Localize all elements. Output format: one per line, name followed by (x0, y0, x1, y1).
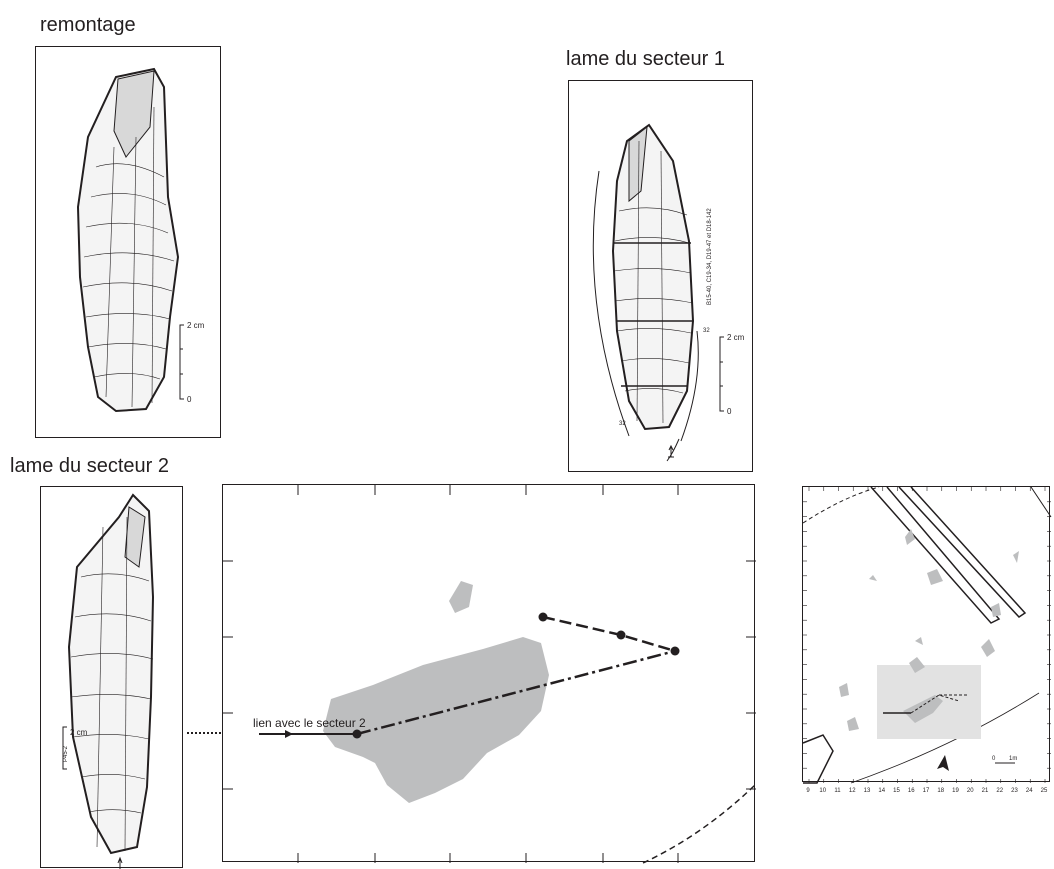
overview-trench-inner (870, 486, 1001, 624)
overview-x-tick-14: 14 (878, 788, 885, 794)
overview-x-tick-10: 10 (819, 788, 826, 794)
remontage-cortex (113, 70, 155, 158)
overview-refit-line (910, 694, 960, 714)
north-arrow-icon (937, 755, 949, 771)
overview-panel: 0 1m (802, 486, 1052, 784)
secteur2-panel: 2 cm P45-2 (40, 486, 183, 869)
overview-x-tick-12: 12 (849, 788, 856, 794)
plan-point-3 (670, 646, 680, 656)
overview-x-tick-25: 25 (1041, 788, 1048, 794)
plan-ticks (223, 485, 756, 863)
secteur2-hatching (70, 516, 154, 852)
secteur1-num-b: 32 (619, 421, 626, 427)
overview-x-tick-17: 17 (923, 788, 930, 794)
plan-link-arrow (285, 730, 293, 738)
secteur1-scale-top: 2 cm (727, 333, 745, 342)
secteur1-outline (611, 123, 695, 431)
plan-refit-dashdot (356, 649, 676, 736)
overview-x-tick-16: 16 (908, 788, 915, 794)
plan-scatter-large (323, 637, 549, 803)
secteur1-cortex (628, 125, 648, 203)
overview-corner-block (802, 734, 834, 784)
overview-x-tick-18: 18 (937, 788, 944, 794)
secteur1-profile-tail (666, 438, 680, 462)
secteur1-panel: B15-40, C19-34, D19-47 et D18-142 32 32 … (568, 80, 753, 472)
secteur2-outline (67, 493, 155, 855)
secteur1-ref-label: B15-40, C19-34, D19-47 et D18-142 (707, 208, 713, 305)
secteur1-title: lame du secteur 1 (566, 48, 725, 70)
secteur1-fracture-lines (613, 242, 693, 387)
secteur2-cortex (124, 506, 146, 568)
plan-point-4 (352, 729, 362, 739)
overview-map: 0 1m (802, 486, 1052, 784)
secteur1-hatching (613, 140, 694, 424)
secteur2-title: lame du secteur 2 (10, 455, 169, 477)
secteur1-num-a: 32 (703, 328, 710, 334)
overview-x-tick-19: 19 (952, 788, 959, 794)
overview-edge-ticks (803, 487, 1051, 783)
overview-x-tick-15: 15 (893, 788, 900, 794)
remontage-panel: 2 cm 0 (35, 46, 221, 438)
overview-x-tick-13: 13 (864, 788, 871, 794)
remontage-outline (76, 67, 180, 413)
secteur2-scale (62, 726, 67, 770)
secteur1-orientation-arrow (668, 444, 674, 458)
overview-x-tick-11: 11 (834, 788, 841, 794)
plan-boundary-curve (642, 784, 756, 864)
secteur2-scale-top: 2 cm (70, 728, 88, 737)
plan-scatter-small (449, 581, 473, 613)
remontage-scale (179, 324, 184, 400)
plan-refit-dashed (542, 615, 676, 653)
plan-map: lien avec le secteur 2 (223, 485, 756, 864)
overview-x-tick-23: 23 (1011, 788, 1018, 794)
overview-curve (850, 692, 1040, 784)
plan-point-1 (538, 612, 548, 622)
secteur1-scale (719, 336, 724, 412)
secteur2-ref-label: P45-2 (63, 745, 69, 762)
remontage-scale-zero: 0 (187, 395, 192, 404)
overview-scale-1m: 1m (1009, 756, 1017, 762)
overview-scatter (839, 529, 1019, 731)
secteur1-scale-zero: 0 (727, 407, 732, 416)
remontage-scale-top: 2 cm (187, 321, 205, 330)
overview-x-tick-9: 9 (806, 788, 810, 794)
link-label: lien avec le secteur 2 (253, 716, 366, 730)
secteur1-profile-right (680, 330, 699, 442)
overview-x-tick-20: 20 (967, 788, 974, 794)
overview-boundary-top (802, 486, 880, 524)
plan-panel: lien avec le secteur 2 (222, 484, 756, 864)
secteur2-orientation-arrow (117, 856, 123, 869)
overview-x-axis-svg: 9 10 11 12 13 14 15 16 17 18 19 20 21 22 23 24 25 (806, 788, 1048, 794)
overview-x-tick-22: 22 (996, 788, 1003, 794)
plan-point-2 (616, 630, 626, 640)
overview-trench-outer (898, 486, 1027, 618)
overview-x-tick-24: 24 (1026, 788, 1033, 794)
secteur1-profile-left (592, 170, 630, 437)
secteur1-drawing: B15-40, C19-34, D19-47 et D18-142 32 32 … (592, 123, 745, 462)
remontage-hatching (82, 106, 175, 408)
secteur2-drawing: 2 cm P45-2 (62, 493, 155, 869)
overview-scale-0: 0 (992, 756, 996, 762)
remontage-title: remontage (40, 14, 136, 36)
overview-corner-line (1030, 486, 1052, 518)
overview-x-tick-21: 21 (982, 788, 989, 794)
overview-x-axis: 9 10 11 12 13 14 15 16 17 18 19 20 21 22 23 24 25 (802, 785, 1050, 795)
remontage-drawing: 2 cm 0 (76, 67, 205, 413)
